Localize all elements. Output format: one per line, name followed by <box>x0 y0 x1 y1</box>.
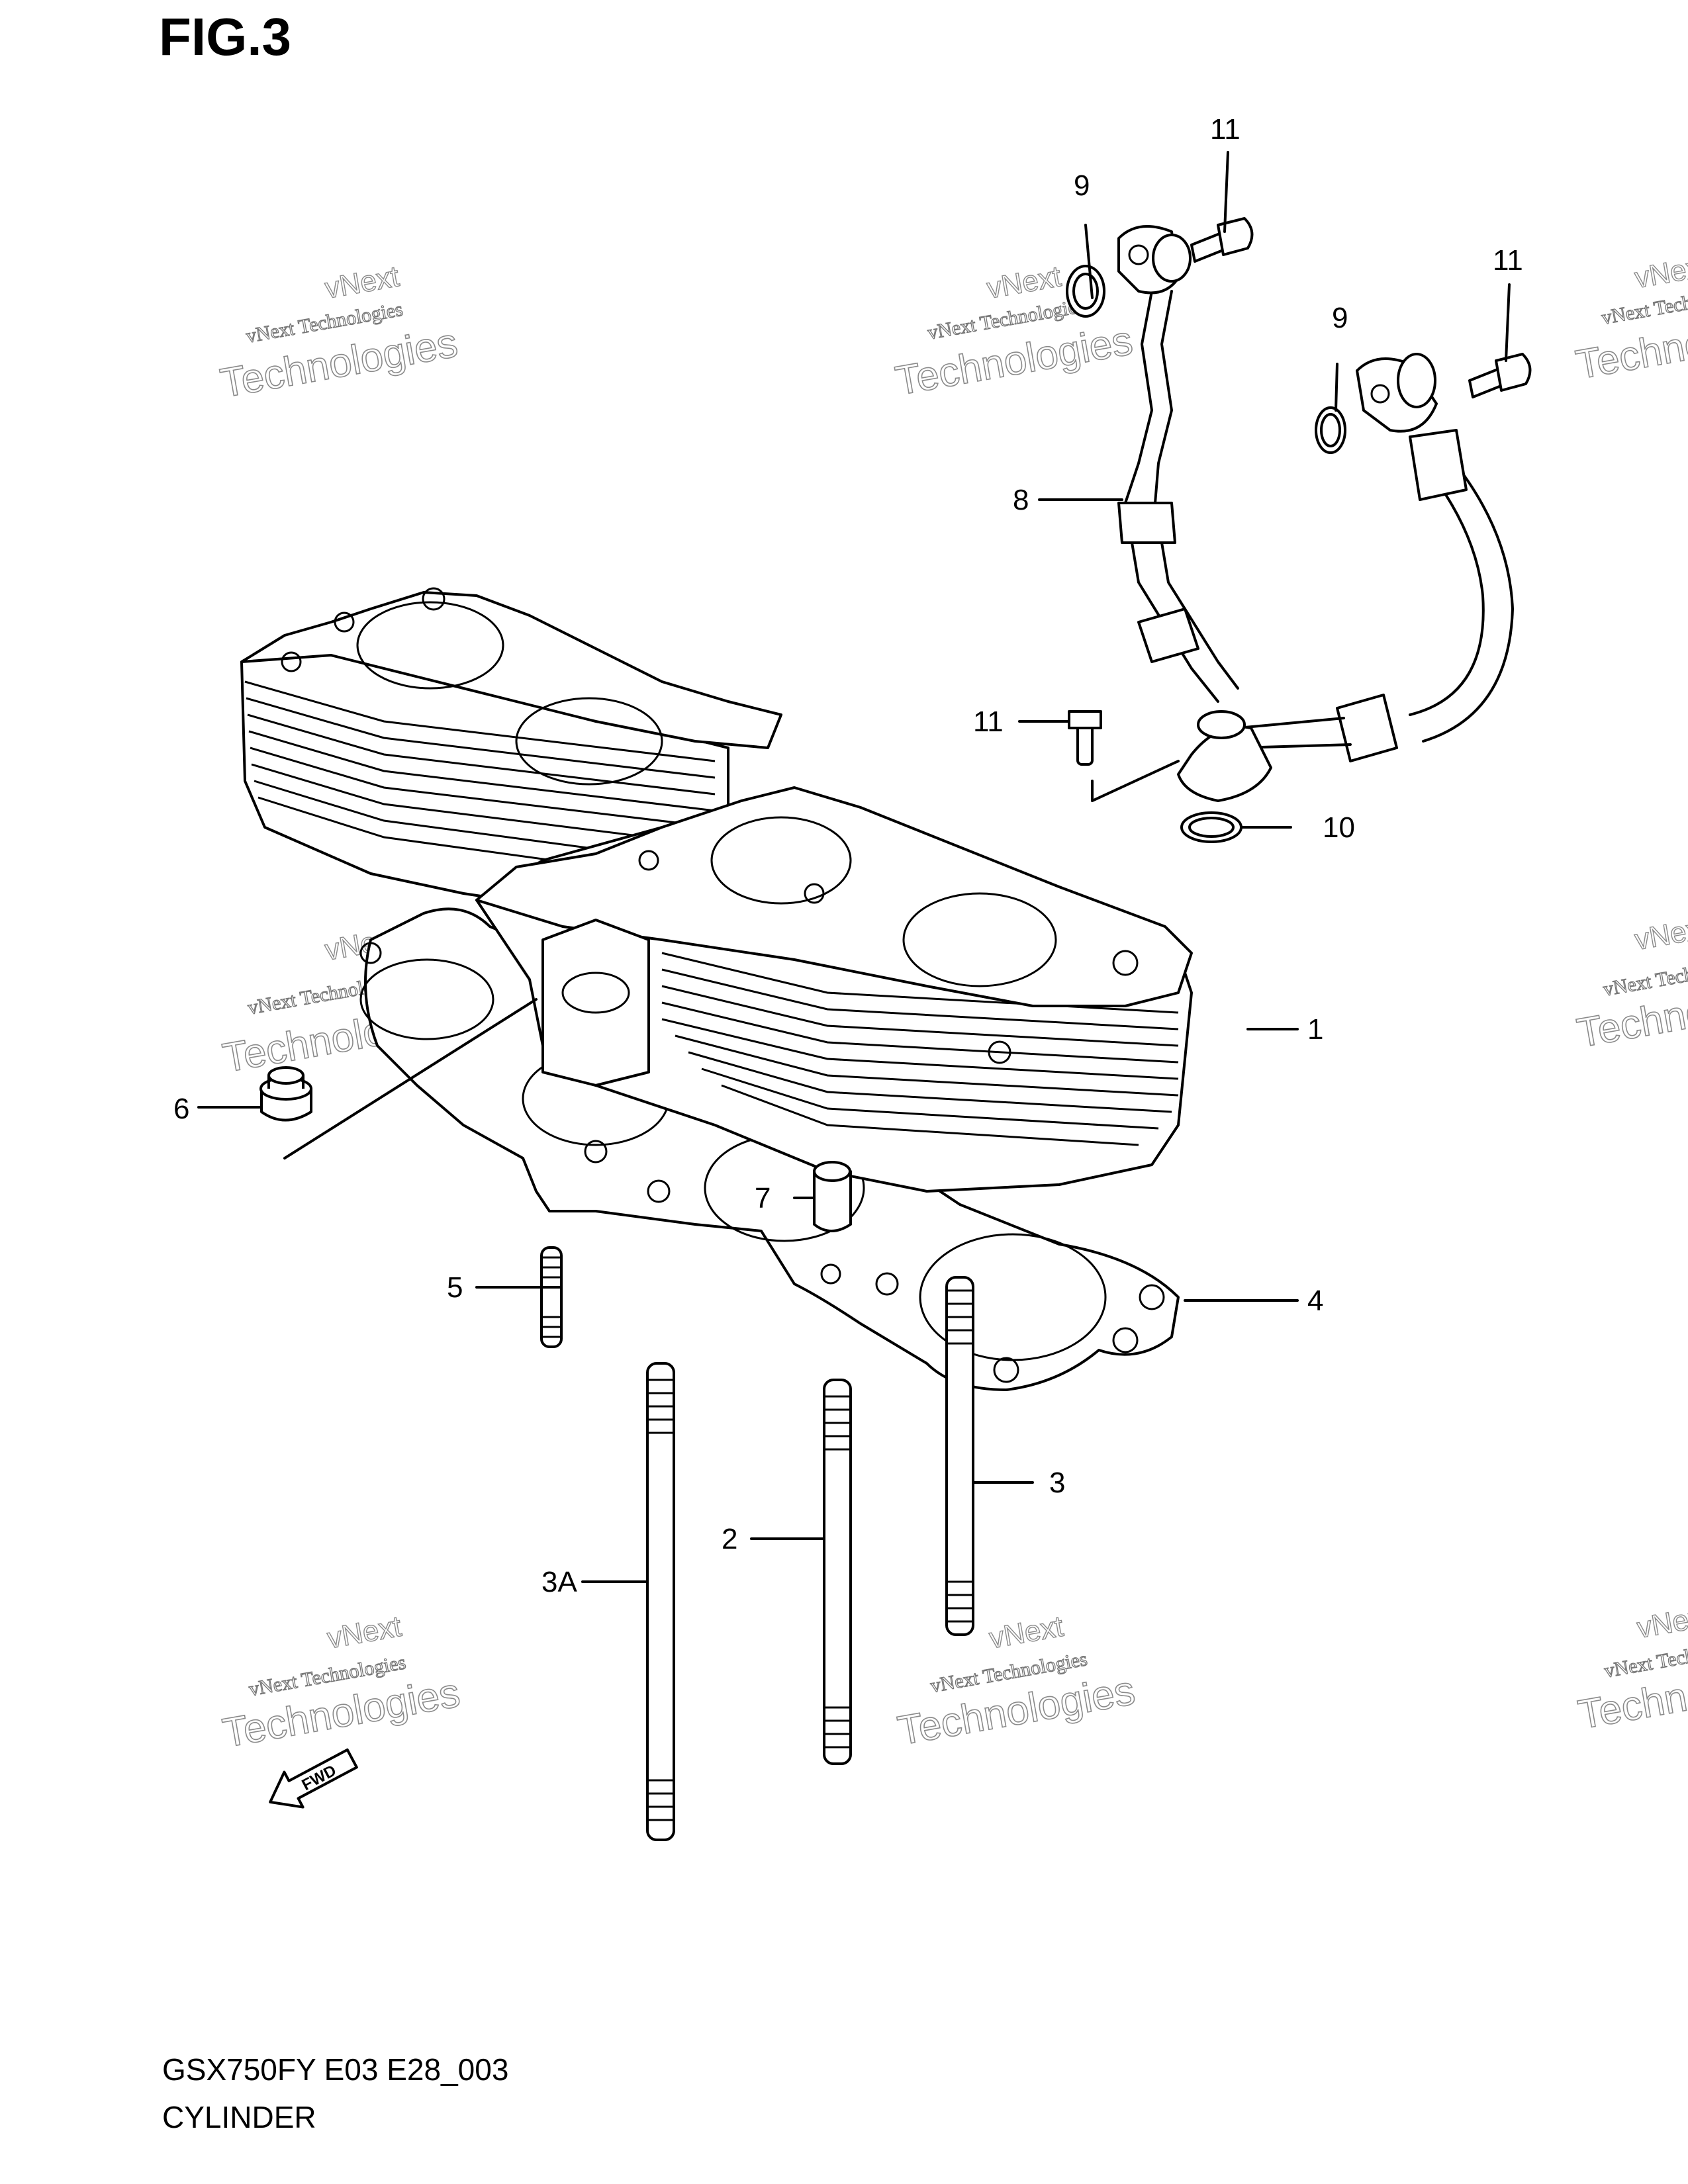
model-code: GSX750FY E03 E28_003 <box>162 2052 509 2087</box>
callout-1: 1 <box>1307 1013 1323 1046</box>
watermark: vNext vNext Technologies Technologies <box>219 1610 464 1757</box>
watermark: vNext vNext Technologies Technologies <box>894 1610 1139 1754</box>
o-ring-9-upper-inner <box>1072 273 1099 310</box>
callout-10: 10 <box>1323 811 1355 844</box>
watermark-line1: vNext <box>1632 911 1688 956</box>
front-bore-right <box>902 892 1057 987</box>
watermark-line1: vNext <box>1632 250 1688 295</box>
rear-bore-left <box>356 601 504 690</box>
leader-lines <box>197 151 1511 1583</box>
callout-5: 5 <box>447 1271 463 1304</box>
callout-8: 8 <box>1013 484 1029 516</box>
cylinder-block <box>240 587 1193 1193</box>
callout-7: 7 <box>755 1182 771 1214</box>
watermark-line1: vNext <box>322 260 401 305</box>
callout-11-right: 11 <box>1493 244 1523 277</box>
nut <box>259 1066 312 1122</box>
o-ring-9-right-inner <box>1320 413 1341 447</box>
callout-2: 2 <box>722 1523 737 1555</box>
figure-title: FIG.3 <box>159 7 292 66</box>
gasket-bore-1 <box>359 958 494 1040</box>
callout-6: 6 <box>173 1093 189 1125</box>
watermark: vNext vNext Technologies Technologies <box>892 259 1137 404</box>
stud-short <box>540 1246 563 1348</box>
watermark-line1: vNext <box>987 1610 1066 1655</box>
watermark-line1: vNext <box>984 260 1063 305</box>
stud-2 <box>823 1379 852 1765</box>
callout-9-right: 9 <box>1332 302 1348 334</box>
callout-3a: 3A <box>541 1566 577 1598</box>
front-bore-left <box>710 816 852 905</box>
stud-3a <box>646 1362 675 1841</box>
watermark-line1: vNext <box>325 1610 404 1655</box>
callout-4: 4 <box>1307 1285 1323 1317</box>
rear-bore-right <box>515 697 663 786</box>
watermark: vNext vNext Technologies Technologies <box>1574 1599 1688 1739</box>
oil-hose <box>1117 225 1514 802</box>
callout-11-top: 11 <box>1210 113 1241 146</box>
section-name: CYLINDER <box>162 2100 316 2134</box>
watermark: vNext vNext Technologies Technologies <box>1573 911 1688 1057</box>
watermark: vNext vNext Technologies Technologies <box>1572 250 1688 389</box>
o-ring-10-inner <box>1188 817 1235 838</box>
watermark: vNext vNext Technologies Technologies <box>216 259 461 407</box>
nut-leader-dash <box>283 998 538 1160</box>
union-leader <box>1091 760 1180 802</box>
fwd-arrow-icon: FWD <box>269 1748 358 1809</box>
bolt-11-right <box>1468 353 1532 398</box>
dowel-pin <box>813 1161 852 1232</box>
stud-3 <box>945 1276 974 1636</box>
callout-9-upper: 9 <box>1074 169 1090 202</box>
callout-3: 3 <box>1049 1467 1065 1499</box>
bolt-11-top <box>1190 217 1254 263</box>
watermark-line1: vNext <box>1634 1600 1688 1645</box>
bolt-11-lower <box>1068 710 1102 766</box>
callout-11-lower: 11 <box>973 705 1004 738</box>
